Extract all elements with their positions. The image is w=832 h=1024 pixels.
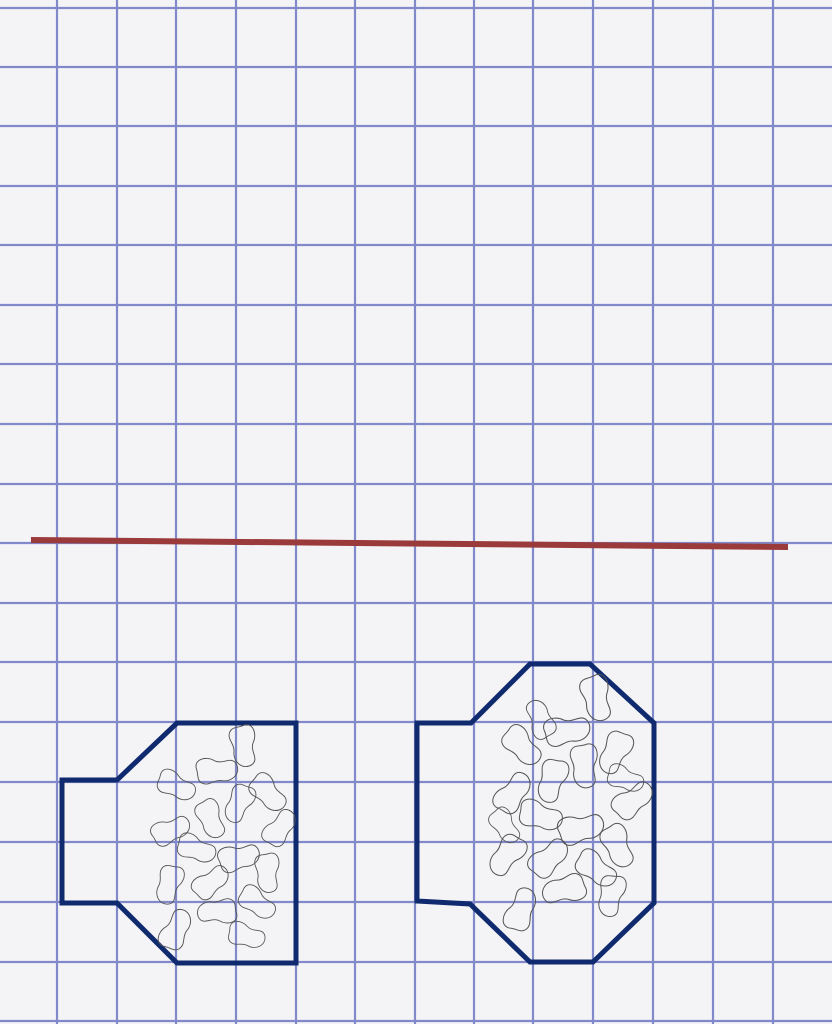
graph-paper-diagram <box>0 0 832 1024</box>
